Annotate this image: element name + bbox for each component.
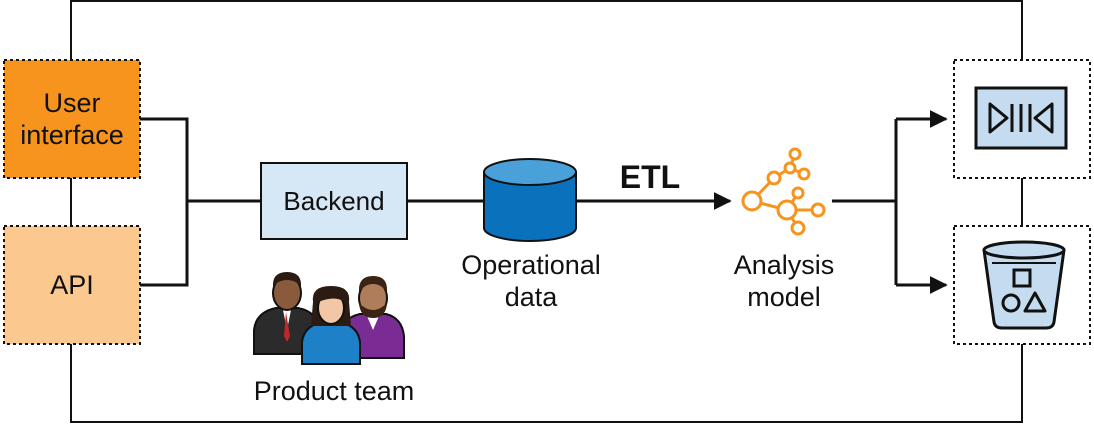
backend-label: Backend	[283, 186, 384, 216]
analysis-model-label-line1: Analysis	[734, 250, 835, 280]
api-label: API	[50, 270, 94, 300]
database-cylinder-icon	[483, 158, 577, 242]
shapes-bucket-icon	[982, 240, 1066, 330]
user-interface-label-line2: interface	[20, 120, 124, 150]
system-boundary	[70, 0, 1023, 423]
user-interface-label-line1: User	[43, 88, 100, 118]
etl-label: ETL	[620, 159, 680, 195]
user-interface-box: User interface	[3, 59, 141, 179]
output-connectors	[832, 110, 948, 294]
product-team-label: Product team	[254, 376, 415, 406]
api-box: API	[3, 225, 141, 345]
operational-data-label-line1: Operational	[461, 250, 601, 280]
node-graph-icon	[741, 147, 826, 236]
backend-box: Backend	[260, 162, 408, 240]
media-controls-icon	[974, 86, 1068, 150]
input-connectors	[140, 117, 261, 287]
operational-data-label-line2: data	[505, 282, 559, 312]
output-top-box	[953, 59, 1091, 179]
analysis-model-label-line2: model	[747, 282, 821, 312]
output-bottom-box	[953, 225, 1091, 345]
people-group-icon	[253, 272, 405, 365]
